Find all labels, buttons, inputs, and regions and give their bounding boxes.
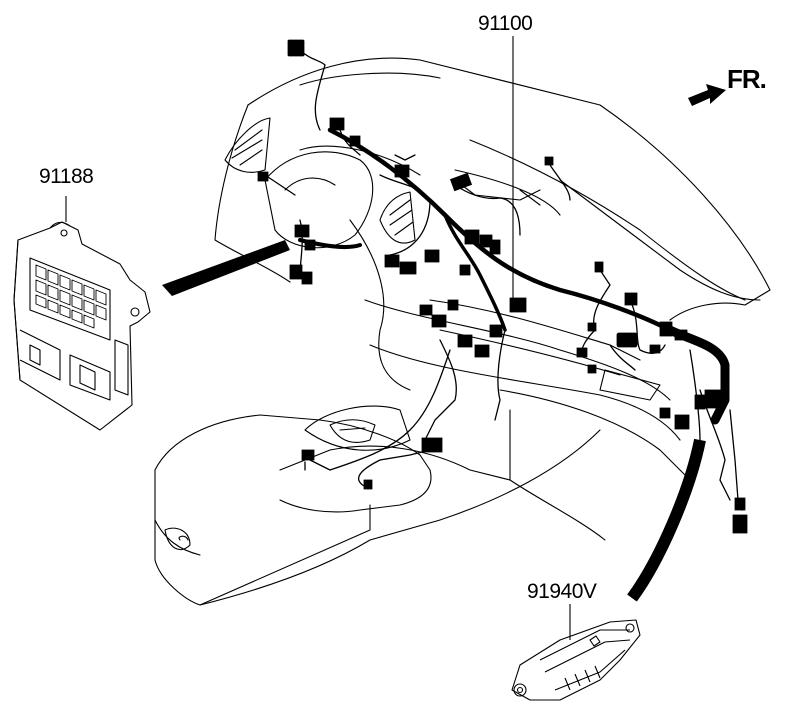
center-vent bbox=[379, 191, 416, 244]
left-air-vent bbox=[224, 117, 271, 173]
forward-arrow-icon bbox=[688, 84, 726, 106]
leader-91940v bbox=[627, 438, 706, 602]
part-label-91940v: 91940V bbox=[527, 580, 597, 603]
shifter-area bbox=[304, 405, 411, 451]
leader-91188 bbox=[162, 240, 290, 296]
connectors bbox=[257, 39, 748, 534]
part-label-91188: 91188 bbox=[39, 165, 94, 188]
junction-box-91188 bbox=[13, 196, 151, 431]
cowl-outline bbox=[454, 179, 761, 301]
part-label-91100: 91100 bbox=[478, 12, 533, 35]
dashboard-outline bbox=[214, 57, 771, 541]
front-direction-label: FR. bbox=[727, 64, 767, 94]
steering-column bbox=[264, 151, 374, 249]
module-91940v bbox=[511, 604, 641, 701]
center-console bbox=[154, 414, 601, 606]
